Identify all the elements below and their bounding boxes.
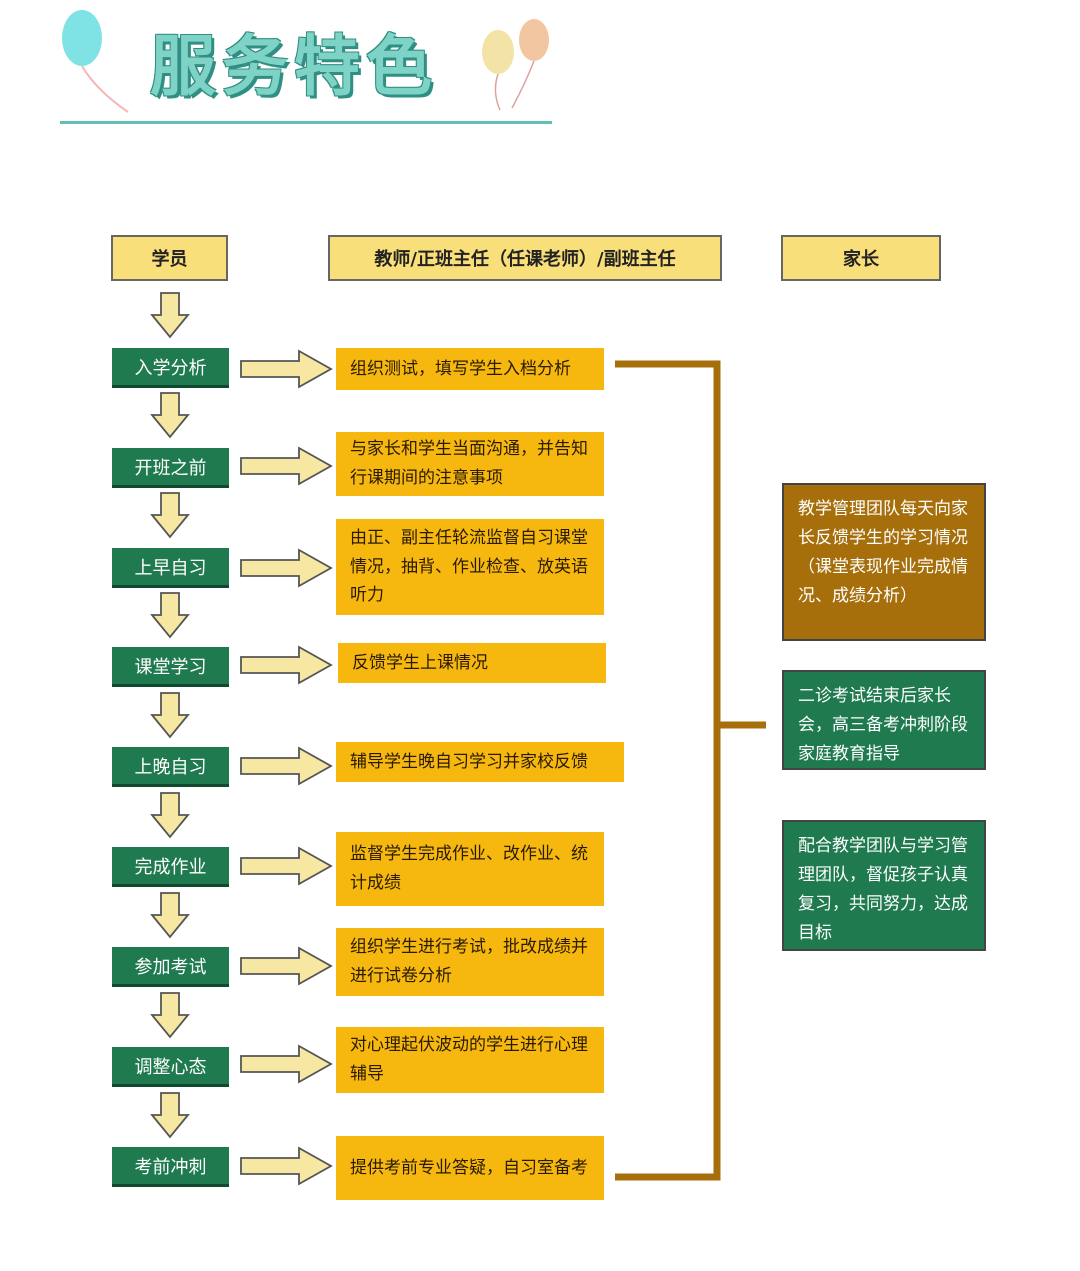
step-8: 调整心态 — [112, 1047, 229, 1087]
balloon-icon — [482, 19, 549, 111]
right-arrow-icon — [240, 847, 332, 885]
action-2: 与家长和学生当面沟通，并告知行课期间的注意事项 — [336, 432, 604, 496]
down-arrow-icon — [151, 692, 189, 738]
parent-cooperation-box: 配合教学团队与学习管理团队，督促孩子认真复习，共同努力，达成目标 — [782, 820, 986, 951]
action-9: 提供考前专业答疑，自习室备考 — [336, 1136, 604, 1200]
parent-meeting-box: 二诊考试结束后家长会，高三备考冲刺阶段家庭教育指导 — [782, 670, 986, 770]
step-4: 课堂学习 — [112, 647, 229, 687]
right-arrow-icon — [240, 447, 332, 485]
action-7: 组织学生进行考试，批改成绩并进行试卷分析 — [336, 928, 604, 996]
down-arrow-icon — [151, 992, 189, 1038]
step-3: 上早自习 — [112, 548, 229, 588]
right-arrow-icon — [240, 350, 332, 388]
down-arrow-icon — [151, 392, 189, 438]
action-5: 辅导学生晚自习学习并家校反馈 — [336, 742, 624, 782]
action-6: 监督学生完成作业、改作业、统计成绩 — [336, 832, 604, 906]
title-underline — [60, 121, 552, 124]
right-arrow-icon — [240, 747, 332, 785]
bracket-connector — [615, 360, 721, 1181]
right-arrow-icon — [240, 549, 332, 587]
right-arrow-icon — [240, 646, 332, 684]
header-teacher: 教师/正班主任（任课老师）/副班主任 — [328, 235, 722, 281]
header-student: 学员 — [111, 235, 228, 281]
right-arrow-icon — [240, 1147, 332, 1185]
action-8: 对心理起伏波动的学生进行心理辅导 — [336, 1027, 604, 1093]
step-7: 参加考试 — [112, 947, 229, 987]
right-arrow-icon — [240, 1045, 332, 1083]
action-1: 组织测试，填写学生入档分析 — [336, 348, 604, 390]
step-6: 完成作业 — [112, 847, 229, 887]
step-9: 考前冲刺 — [112, 1147, 229, 1187]
balloon-icon — [62, 10, 129, 113]
down-arrow-icon — [151, 292, 189, 338]
down-arrow-icon — [151, 1092, 189, 1138]
step-1: 入学分析 — [112, 348, 229, 388]
step-5: 上晚自习 — [112, 747, 229, 787]
right-arrow-icon — [240, 947, 332, 985]
step-2: 开班之前 — [112, 448, 229, 488]
balloon-decoration — [62, 10, 549, 113]
down-arrow-icon — [151, 492, 189, 538]
action-3: 由正、副主任轮流监督自习课堂情况，抽背、作业检查、放英语听力 — [336, 519, 604, 615]
down-arrow-icon — [151, 792, 189, 838]
down-arrow-icon — [151, 892, 189, 938]
action-4: 反馈学生上课情况 — [338, 643, 606, 683]
down-arrow-icon — [151, 592, 189, 638]
header-parent: 家长 — [781, 235, 941, 281]
parent-feedback-box: 教学管理团队每天向家长反馈学生的学习情况（课堂表现作业完成情况、成绩分析） — [782, 483, 986, 641]
page-title: 服务特色 — [150, 28, 438, 105]
